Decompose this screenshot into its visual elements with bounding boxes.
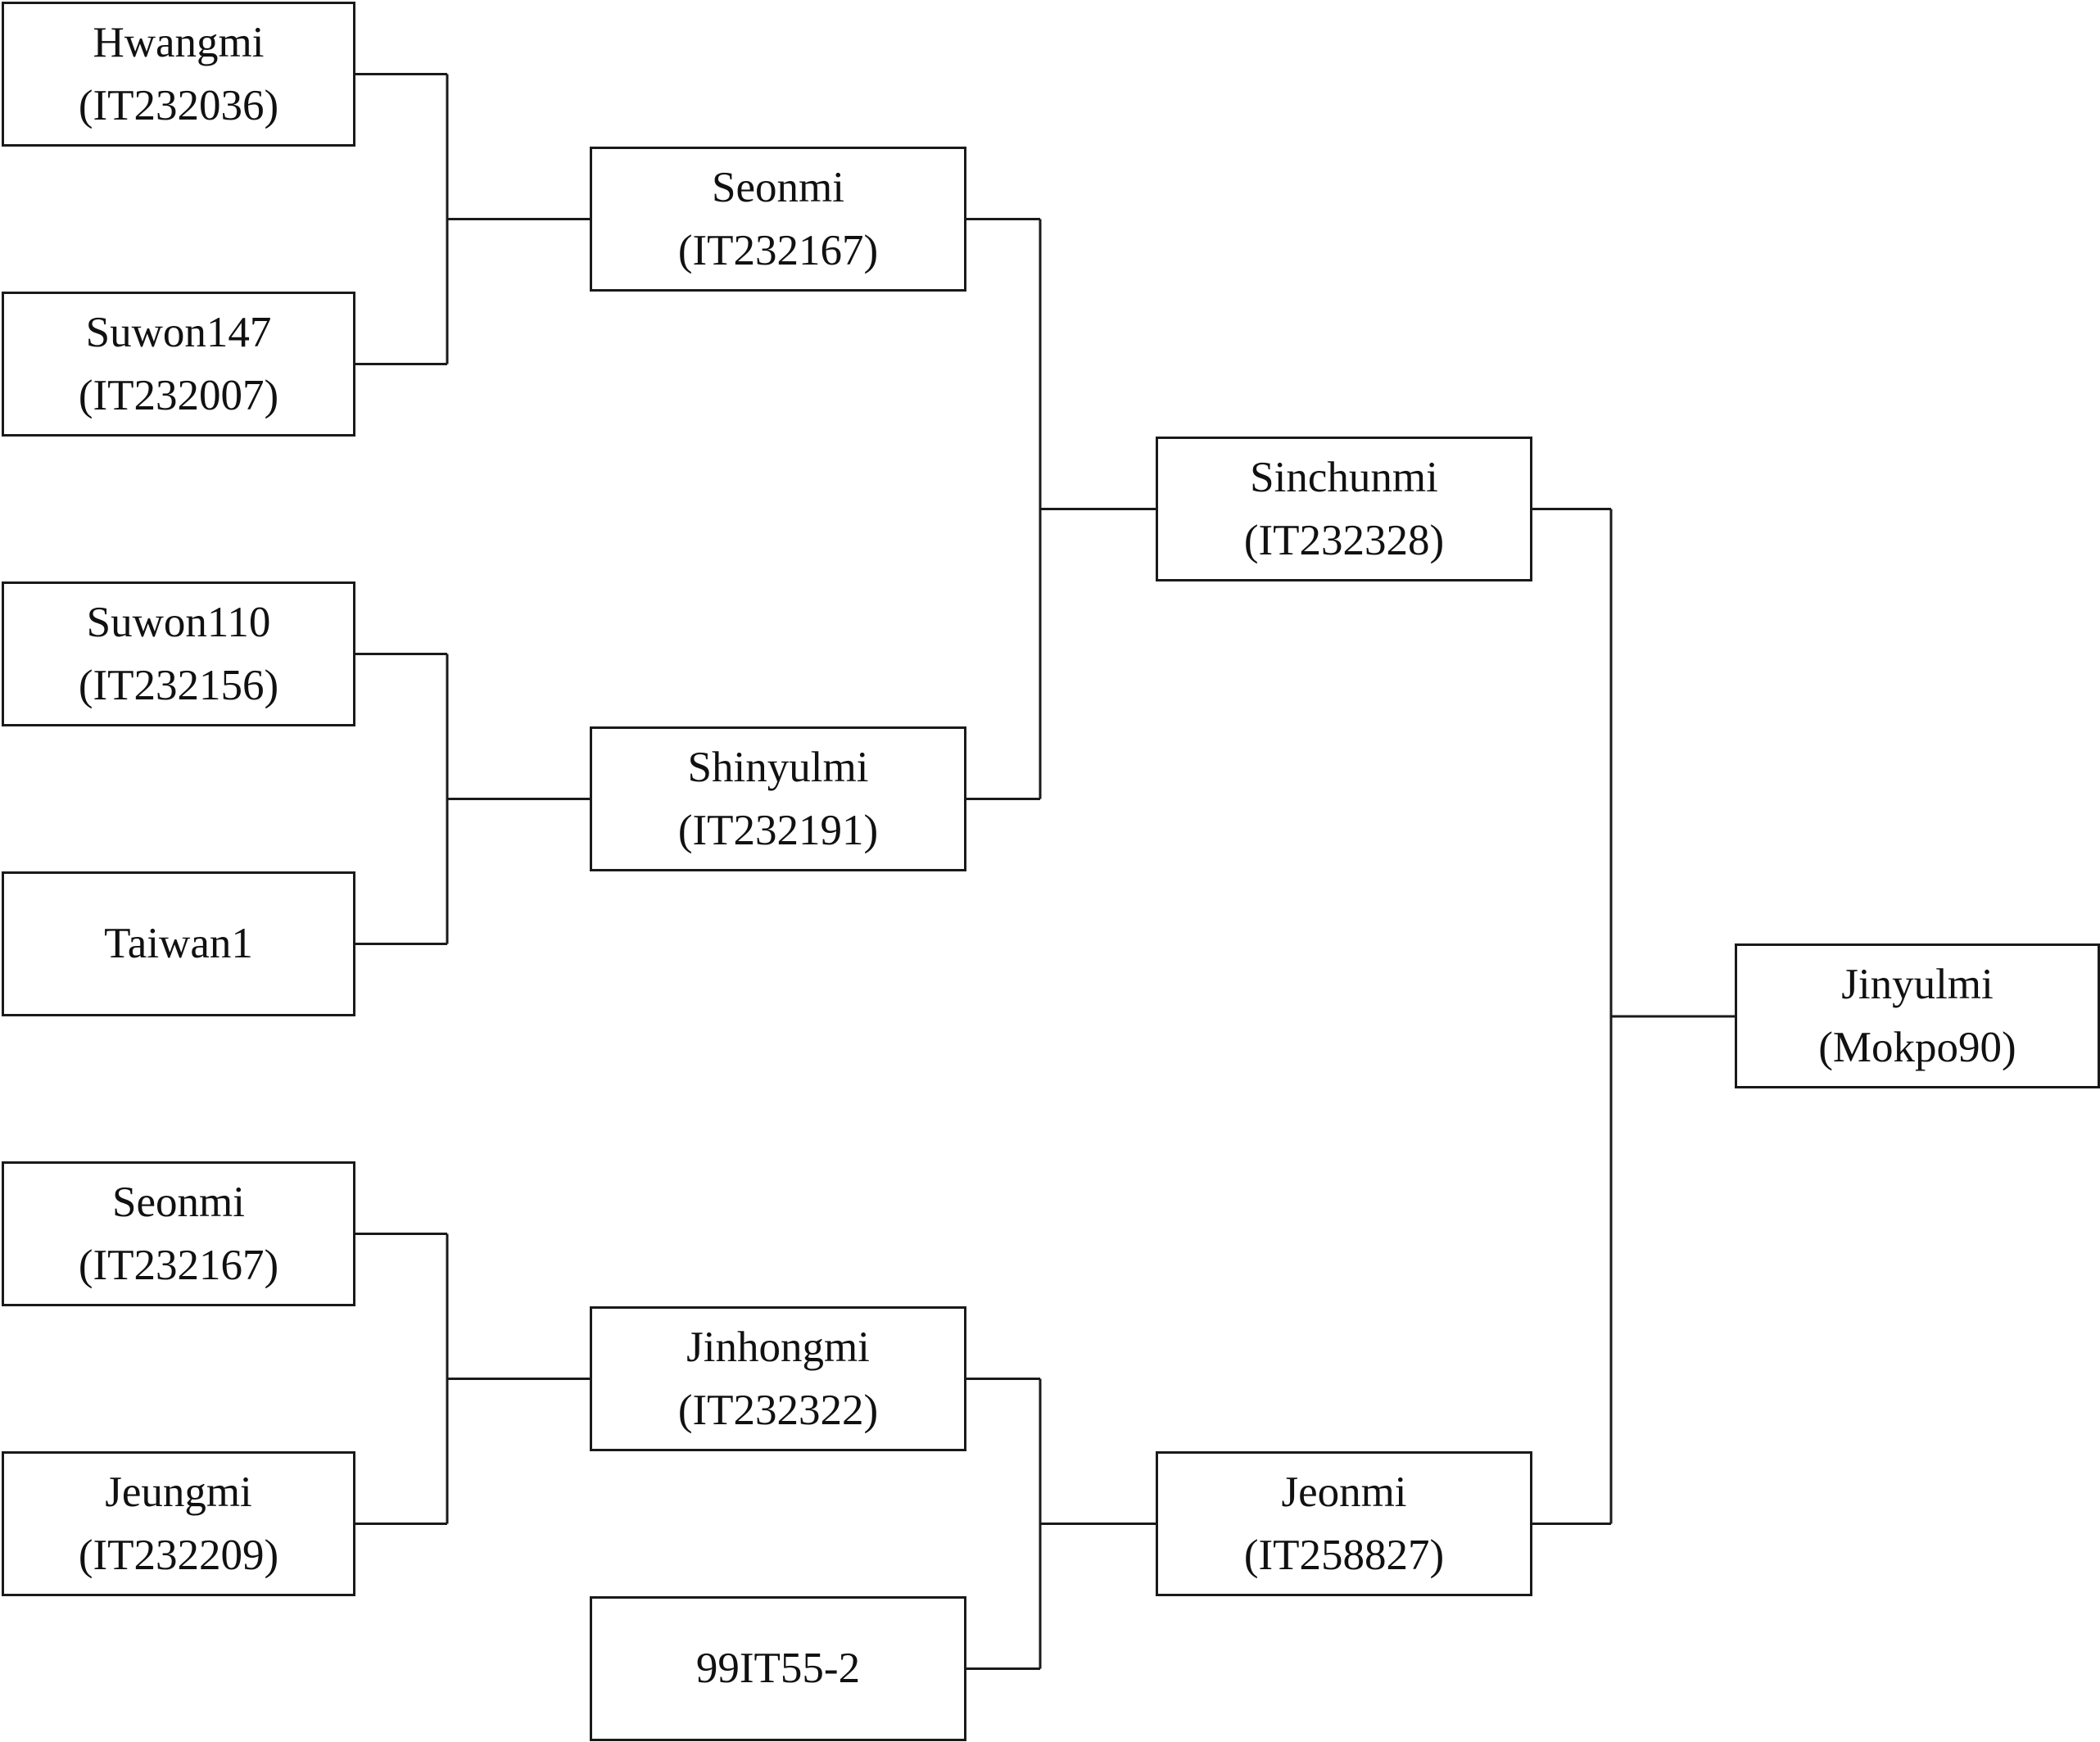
node-seonmi-code: (IT232167) [677, 226, 879, 274]
node-jinyulmi: Jinyulmi (Mokpo90) [1735, 943, 2100, 1088]
node-suwon110: Suwon110 (IT232156) [2, 581, 355, 726]
node-jeonmi-code: (IT258827) [1243, 1531, 1445, 1579]
node-shinyulmi-code: (IT232191) [677, 806, 879, 854]
node-jeungmi: Jeungmi (IT232209) [2, 1451, 355, 1596]
connector-seonmi [355, 73, 590, 365]
connector-jinyulmi [1532, 508, 1735, 1525]
node-jinhongmi-code: (IT232322) [677, 1386, 879, 1434]
node-suwon147-code: (IT232007) [78, 371, 279, 419]
node-jinyulmi-name: Jinyulmi [1841, 960, 1994, 1008]
node-seonmi-parent-code: (IT232167) [78, 1241, 279, 1289]
connector-jeonmi [966, 1378, 1156, 1670]
node-taiwan1-name: Taiwan1 [104, 920, 253, 967]
node-hwangmi: Hwangmi (IT232036) [2, 2, 355, 147]
connector-shinyulmi [355, 653, 590, 945]
node-jeonmi: Jeonmi (IT258827) [1156, 1451, 1532, 1596]
node-hwangmi-name: Hwangmi [93, 18, 265, 66]
node-hwangmi-code: (IT232036) [78, 81, 279, 129]
connector-sinchunmi [966, 218, 1156, 800]
node-taiwan1: Taiwan1 [2, 871, 355, 1016]
node-suwon110-name: Suwon110 [86, 598, 271, 646]
node-seonmi: Seonmi (IT232167) [590, 147, 966, 292]
node-jeungmi-name: Jeungmi [105, 1468, 252, 1516]
node-jeonmi-name: Jeonmi [1281, 1468, 1407, 1516]
node-jeungmi-code: (IT232209) [78, 1531, 279, 1579]
node-jinhongmi-name: Jinhongmi [686, 1323, 870, 1371]
node-seonmi-parent: Seonmi (IT232167) [2, 1161, 355, 1306]
node-suwon147: Suwon147 (IT232007) [2, 292, 355, 437]
node-jinhongmi: Jinhongmi (IT232322) [590, 1306, 966, 1451]
node-shinyulmi: Shinyulmi (IT232191) [590, 726, 966, 871]
node-jinyulmi-code: (Mokpo90) [1818, 1023, 2016, 1071]
node-seonmi-parent-name: Seonmi [112, 1178, 245, 1226]
node-seonmi-name: Seonmi [712, 163, 844, 211]
connector-jinhongmi [355, 1233, 590, 1525]
node-sinchunmi: Sinchunmi (IT232328) [1156, 437, 1532, 581]
node-suwon110-code: (IT232156) [78, 661, 279, 709]
node-sinchunmi-name: Sinchunmi [1250, 453, 1438, 501]
node-shinyulmi-name: Shinyulmi [687, 743, 869, 791]
node-99it55-2-name: 99IT55-2 [695, 1645, 861, 1692]
node-99it55-2: 99IT55-2 [590, 1596, 966, 1741]
node-sinchunmi-code: (IT232328) [1243, 516, 1445, 564]
node-suwon147-name: Suwon147 [85, 308, 272, 356]
